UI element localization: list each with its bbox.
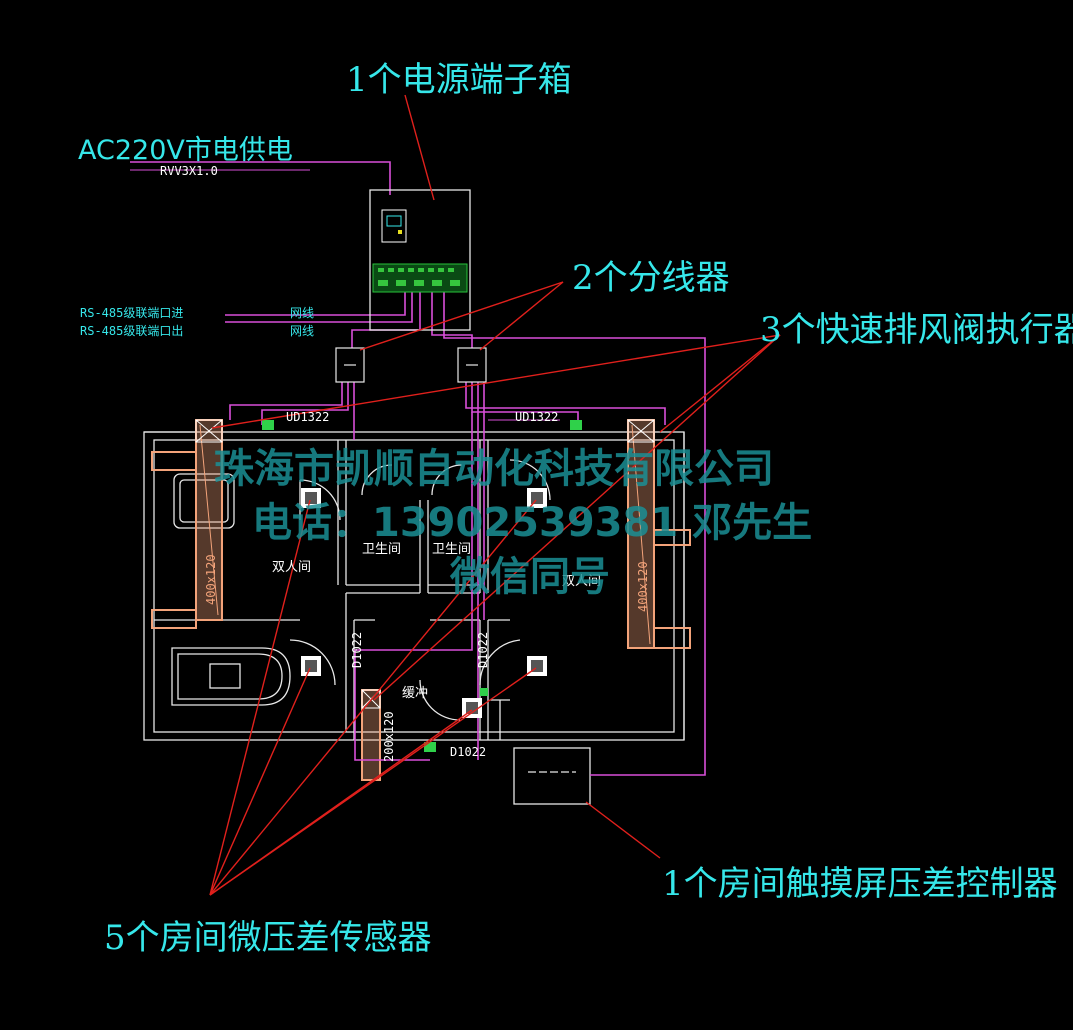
air-diffusers xyxy=(262,420,582,752)
callout-controller: 1个房间触摸屏压差控制器 xyxy=(662,864,1058,904)
leader-sensor-3 xyxy=(209,667,311,896)
duct-size-right: 400x120 xyxy=(636,561,650,612)
room-double-right: 双人间 xyxy=(562,574,602,589)
watermark-wechat: 微信同号 xyxy=(450,554,610,600)
leader-damper-3 xyxy=(373,334,781,701)
duct-right-bottom-branch xyxy=(654,627,691,649)
leader-splitter-left xyxy=(359,281,564,351)
leader-splitter-right xyxy=(479,281,564,351)
duct-fills xyxy=(196,420,654,780)
rs485-out-label: RS-485级联端口出 xyxy=(80,324,184,338)
leader-sensor-2 xyxy=(209,499,537,896)
room-wc-right: 卫生间 xyxy=(432,542,472,557)
inner-wall xyxy=(153,439,675,733)
rs485-in-label: RS-485级联端口进 xyxy=(80,306,184,320)
rs485-in-cable: 网线 xyxy=(290,306,315,320)
code-d-vert-left: D1022 xyxy=(350,631,364,668)
duct-size-left: 400x120 xyxy=(204,554,218,605)
leader-damper-2 xyxy=(659,334,781,433)
duct-right-top-branch xyxy=(654,529,691,546)
code-ud-right: UD1322 xyxy=(515,410,559,424)
leader-sensor-1 xyxy=(209,499,311,896)
leader-damper-1 xyxy=(211,334,781,429)
watermark-phone: 电话：13902539381 邓先生 xyxy=(252,500,813,546)
duct-left-bottom-branch xyxy=(151,609,197,629)
wire-ac-in xyxy=(130,161,391,195)
wire-rs485-in xyxy=(225,290,406,316)
cable-spec: RVV3X1.0 xyxy=(160,164,218,178)
callout-power-box: 1个电源端子箱 xyxy=(346,60,572,100)
rs485-out-cable: 网线 xyxy=(290,324,315,338)
code-ud-left: UD1322 xyxy=(286,410,330,424)
power-terminal-box xyxy=(369,189,471,331)
floorplan-walls xyxy=(143,431,685,805)
code-d-vert-right: D1022 xyxy=(476,631,490,668)
callout-splitters: 2个分线器 xyxy=(572,258,730,298)
leader-power-box xyxy=(404,94,435,201)
duct-size-bottom: 200x120 xyxy=(382,711,396,762)
room-double-left: 双人间 xyxy=(272,560,312,575)
room-buffer: 缓冲 xyxy=(402,686,429,701)
splitters xyxy=(335,347,487,383)
code-d-bottom: D1022 xyxy=(450,745,487,759)
callout-ac-supply: AC220V市电供电 xyxy=(78,135,293,166)
leader-lines xyxy=(209,94,781,896)
wire-rs485-out xyxy=(225,290,413,323)
callout-dampers: 3个快速排风阀执行器 xyxy=(760,310,1073,350)
room-wc-left: 卫生间 xyxy=(362,542,402,557)
callout-sensors: 5个房间微压差传感器 xyxy=(104,918,432,958)
leader-sensor-5 xyxy=(209,709,473,896)
duct-left-top-branch xyxy=(151,451,197,471)
watermark-company: 珠海市凯顺自动化科技有限公司 xyxy=(214,446,774,492)
controller-box xyxy=(513,747,591,805)
leader-controller xyxy=(585,801,661,859)
